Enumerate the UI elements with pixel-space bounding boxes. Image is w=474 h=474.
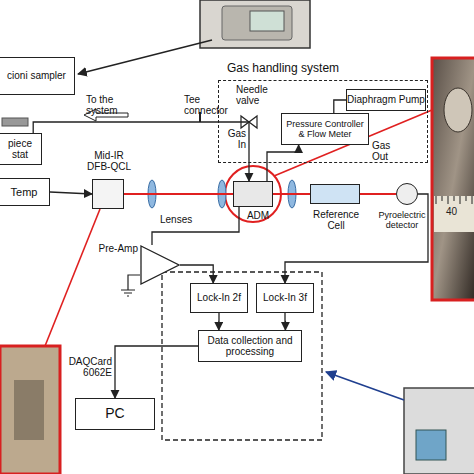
detector-circle: Pyroelectric detector <box>396 183 418 205</box>
photo-detail <box>14 380 44 440</box>
node-label: cioni sampler <box>7 70 66 81</box>
annotation-label: To the system <box>86 94 132 116</box>
photo-pointer <box>78 40 212 74</box>
annotation-label: Needle valve <box>236 84 276 106</box>
laser-box: Mid-IR DFB-QCL <box>92 179 124 209</box>
node-label: Mid-IR DFB-QCL <box>83 150 135 172</box>
connector-line <box>50 192 92 194</box>
instrument-screen <box>250 11 284 31</box>
node-label: Lock-In 2f <box>197 292 241 303</box>
photo-detail <box>416 430 446 460</box>
mouthpiece-box: piece stat <box>0 133 42 165</box>
sampler-box: cioni sampler <box>0 57 75 95</box>
node-label: PC <box>105 406 124 422</box>
lockin-box: Lock-In 3f <box>256 283 314 313</box>
lens <box>218 180 226 208</box>
photo-leader <box>45 209 100 346</box>
connector-line <box>152 207 239 245</box>
connector-line <box>334 100 346 113</box>
instrument-photo <box>200 0 310 48</box>
pump-box: Diaphragm Pump <box>346 89 426 111</box>
annotation-label: Gas In <box>222 128 246 150</box>
lockin-box: Lock-In 2f <box>190 283 248 313</box>
opamp-triangle <box>141 246 179 284</box>
pc-box: PC <box>75 398 155 430</box>
node-label: piece stat <box>0 138 41 160</box>
edge-label: DAQCard 6062E <box>66 356 112 378</box>
qcl-photo <box>0 346 60 474</box>
adm-cell: ADM <box>233 181 273 207</box>
instrument-body <box>222 6 292 40</box>
connector-line <box>267 145 299 181</box>
node-label: Pyroelectric detector <box>377 210 427 230</box>
reference-cell: Reference Cell <box>310 184 360 204</box>
node-label: Lock-In 3f <box>263 292 307 303</box>
opamp-outline <box>140 245 180 285</box>
processing-group <box>162 272 322 440</box>
annotation-label: Tee connector <box>184 94 234 116</box>
node-label: Reference Cell <box>303 209 369 231</box>
photo-leader <box>274 110 432 176</box>
connector-line <box>284 313 286 330</box>
ruler-ticks <box>436 196 472 204</box>
lens <box>288 180 296 208</box>
needle-valve <box>241 116 257 128</box>
connector-line <box>180 265 213 283</box>
laser-beam <box>124 193 233 195</box>
ground-symbol <box>121 275 140 296</box>
node-label: Pre-Amp <box>92 243 138 254</box>
node-label: Pressure Controller & Flow Meter <box>282 119 368 139</box>
lens <box>148 180 156 208</box>
annotation-label: Lenses <box>160 214 200 225</box>
annotation-label: Gas Out <box>372 140 402 162</box>
photo-detail <box>444 88 472 132</box>
laser-beam <box>273 193 310 195</box>
process-box: Data collection and processing <box>198 330 302 362</box>
photo-pointer <box>326 372 404 400</box>
temp-box: Temp <box>0 178 50 206</box>
controller-box: Pressure Controller & Flow Meter <box>281 113 369 145</box>
adm-photo <box>432 58 474 300</box>
node-label: Data collection and processing <box>199 335 301 357</box>
connector-line <box>115 346 198 398</box>
highlight-circle <box>225 166 281 222</box>
node-label: Gas handling system <box>227 62 397 75</box>
node-label: Diaphragm Pump <box>347 94 425 105</box>
lockin-photo <box>404 388 474 474</box>
node-label: ADM <box>242 210 274 221</box>
laser-beam <box>360 193 396 195</box>
connector-line <box>218 313 219 330</box>
tube-end <box>2 118 28 126</box>
connector-line <box>33 122 249 181</box>
ruler <box>434 196 474 232</box>
annotation-label: 40 <box>446 206 468 217</box>
node-label: Temp <box>11 186 38 198</box>
connector-line <box>285 194 428 283</box>
preamp-triangle: Pre-Amp <box>140 245 180 285</box>
